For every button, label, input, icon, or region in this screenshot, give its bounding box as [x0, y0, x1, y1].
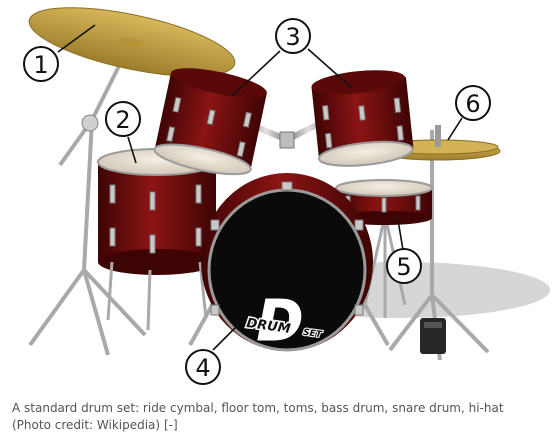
leader-line-5 — [397, 219, 404, 251]
snare-drum — [335, 179, 433, 318]
tom-mount-clamp — [279, 131, 295, 149]
leader-line-6 — [447, 117, 463, 141]
collapse-caption-toggle[interactable]: [-] — [163, 418, 178, 432]
hi-hat-pedal — [420, 318, 446, 354]
stand-joint — [81, 114, 99, 132]
drum-set-figure: D DRUM SET 1 2 3 4 5 6 — [23, 7, 550, 385]
caption-text: A standard drum set: ride cymbal, floor … — [12, 401, 504, 415]
callout-3-number: 3 — [285, 23, 300, 51]
callout-6-number: 6 — [465, 90, 480, 118]
bass-drum — [188, 173, 390, 352]
figure-caption: A standard drum set: ride cymbal, floor … — [12, 400, 542, 434]
leader-line-1 — [57, 24, 96, 53]
leader-line-3b — [307, 48, 353, 89]
callout-3: 3 — [275, 18, 311, 54]
caption-credit-line: (Photo credit: Wikipedia) [-] — [12, 417, 542, 434]
callout-1-number: 1 — [33, 51, 48, 79]
rack-tom-left — [153, 68, 267, 176]
callout-6: 6 — [455, 85, 491, 121]
drum-set-illustration: D DRUM SET 1 2 3 4 5 6 — [23, 7, 550, 385]
logo-letter: D — [257, 289, 303, 354]
callout-4-number: 4 — [195, 354, 210, 382]
leader-line-3a — [231, 50, 281, 97]
leader-line-2 — [127, 136, 137, 164]
ride-cymbal — [28, 7, 236, 77]
callout-1: 1 — [23, 46, 59, 82]
callout-4: 4 — [185, 349, 221, 385]
callout-5: 5 — [386, 248, 422, 284]
photo-credit: (Photo credit: Wikipedia) — [12, 418, 161, 432]
rack-tom-right — [311, 70, 414, 167]
callout-2-number: 2 — [115, 106, 130, 134]
callout-2: 2 — [105, 101, 141, 137]
ride-cymbal-stand — [28, 39, 147, 356]
callout-5-number: 5 — [396, 253, 411, 281]
leader-line-4 — [212, 324, 239, 351]
floor-tom — [97, 148, 217, 331]
logo-word-set: SET — [302, 328, 323, 341]
